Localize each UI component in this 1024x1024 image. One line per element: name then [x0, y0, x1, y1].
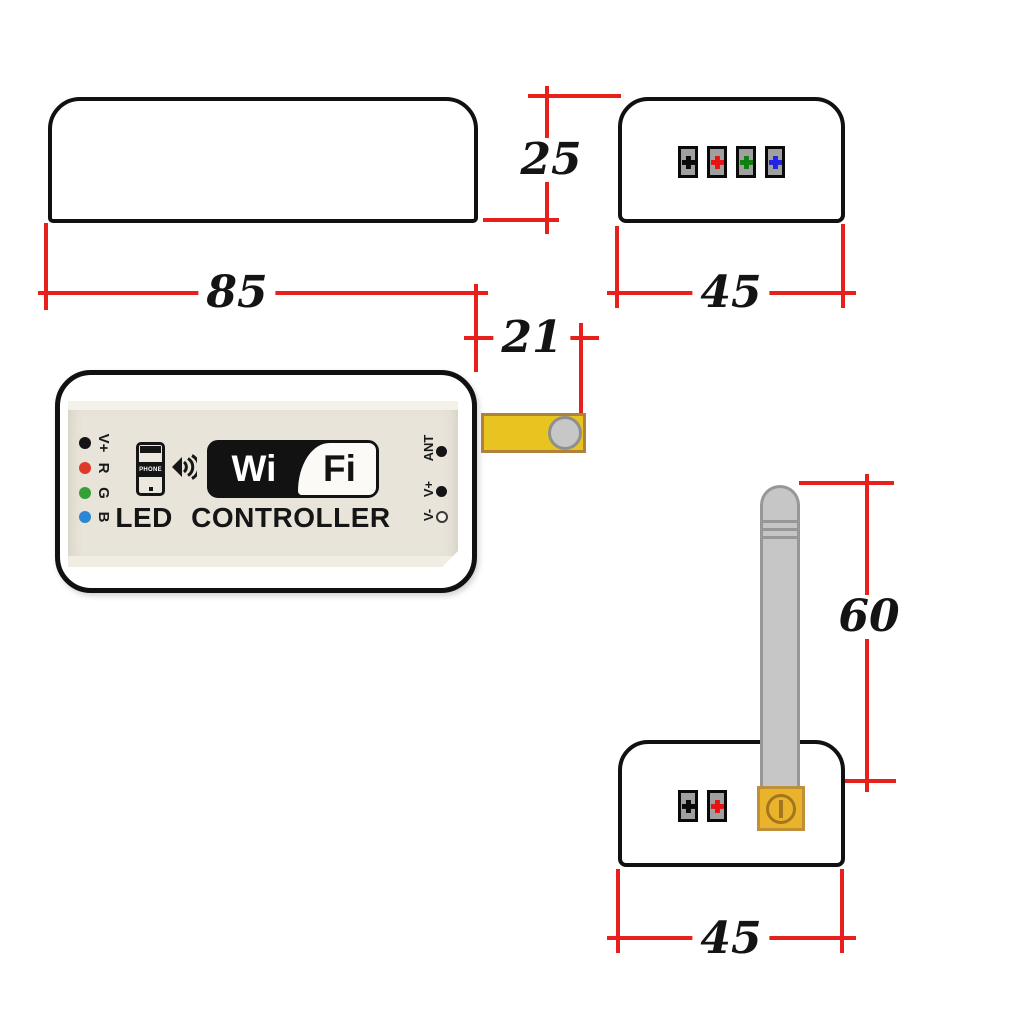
wifi-logo-wi-text: Wi — [231, 448, 277, 489]
dim-25-value: 25 — [512, 138, 590, 182]
pin-dot-ant — [436, 446, 447, 457]
pin-dot-b — [79, 511, 91, 523]
back-terminal-g — [736, 146, 756, 178]
dim-85-ext-left — [44, 223, 48, 310]
dim-25-tick-top — [528, 94, 621, 98]
antenna-terminal-red — [707, 790, 727, 822]
dim-25-tick-bottom — [483, 218, 559, 222]
pin-dot-vplus-right — [436, 486, 447, 497]
antenna-groove-3 — [762, 536, 798, 539]
back-terminal-b — [765, 146, 785, 178]
antenna-groove-2 — [762, 528, 798, 531]
antenna-rod — [760, 485, 800, 790]
terminal-cross-red-2 — [710, 799, 724, 813]
phone-icon: PHONE — [136, 442, 165, 496]
antenna-view-outline — [618, 740, 845, 867]
antenna-gold-connector — [757, 786, 805, 831]
terminal-cross-black-2 — [681, 799, 695, 813]
dim-45-bottom-ext-left — [616, 869, 620, 953]
dim-21-ext-right — [579, 323, 583, 413]
dim-60-value: 60 — [830, 595, 908, 639]
back-terminal-vplus — [678, 146, 698, 178]
phone-speaker-bar — [140, 446, 161, 453]
strip-connector-circle — [548, 416, 582, 450]
terminal-cross-black — [681, 155, 695, 169]
dim-45-top-ext-left — [615, 226, 619, 308]
dim-45-top-value: 45 — [692, 271, 770, 315]
dim-45-bottom-ext-right — [840, 869, 844, 953]
wifi-logo-white-half — [297, 443, 376, 495]
dim-85-ext-right — [474, 284, 478, 372]
wifi-logo: Wi Fi — [207, 440, 379, 498]
terminal-cross-red — [710, 155, 724, 169]
dim-21-value: 21 — [493, 316, 571, 360]
back-view-outline — [618, 97, 845, 223]
phone-home-button — [148, 487, 153, 491]
terminal-cross-blue — [768, 155, 782, 169]
label-highlight-top — [68, 401, 458, 410]
pin-ring-vminus — [436, 511, 448, 523]
dim-45-top-ext-right — [841, 224, 845, 308]
pin-label-r: R — [95, 462, 113, 474]
dim-85-value: 85 — [198, 271, 276, 315]
wifi-logo-fi-text: Fi — [323, 448, 356, 489]
pin-dot-g — [79, 487, 91, 499]
dim-60-tick-top — [799, 481, 894, 485]
terminal-cross-green — [739, 155, 753, 169]
dim-45-bottom-value: 45 — [692, 917, 770, 961]
product-name: LED CONTROLLER — [115, 502, 391, 533]
phone-label: PHONE — [139, 462, 162, 477]
pin-dot-r — [79, 462, 91, 474]
antenna-connector-circle — [766, 793, 796, 824]
sound-waves-icon — [172, 454, 197, 480]
antenna-connector-slot — [779, 799, 783, 818]
antenna-terminal-black — [678, 790, 698, 822]
side-view-outline — [48, 97, 478, 223]
label-highlight-bottom — [68, 556, 458, 567]
antenna-groove-1 — [762, 520, 798, 523]
pin-dot-vplus — [79, 437, 91, 449]
dim-60-tick-bottom — [845, 779, 896, 783]
pin-label-vplus: V+ — [95, 433, 113, 453]
back-terminal-r — [707, 146, 727, 178]
